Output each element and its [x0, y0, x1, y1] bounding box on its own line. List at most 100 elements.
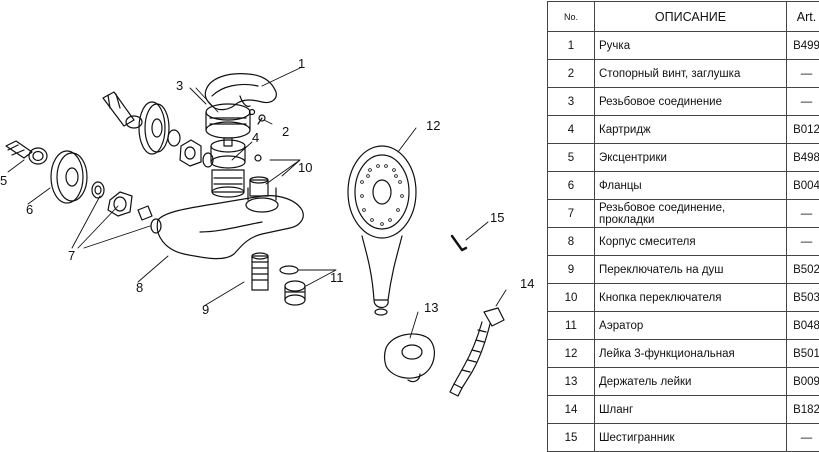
table-header-row: No. ОПИСАНИЕ Art.: [548, 2, 819, 32]
cell-no: 10: [548, 284, 595, 312]
part-1-handle: [205, 74, 276, 110]
callout-6: 6: [26, 202, 33, 217]
cell-art: —: [787, 88, 819, 116]
part-5-eccentric-right: [103, 92, 142, 128]
cell-art: B499: [787, 32, 819, 60]
cell-no: 8: [548, 228, 595, 256]
cell-art: B502: [787, 256, 819, 284]
cell-description: Резьбовое соединение, прокладки: [595, 200, 787, 228]
cell-no: 3: [548, 88, 595, 116]
cell-no: 4: [548, 116, 595, 144]
callout-9: 9: [202, 302, 209, 317]
exploded-view-drawing: 1 2 3 4 5 6 7 8 9 10 11 12 13 14 15: [0, 0, 545, 445]
cell-no: 7: [548, 200, 595, 228]
callout-12: 12: [426, 118, 440, 133]
cell-no: 13: [548, 368, 595, 396]
callout-8: 8: [136, 280, 143, 295]
cell-art: B503: [787, 284, 819, 312]
cell-no: 9: [548, 256, 595, 284]
cell-art: B182: [787, 396, 819, 424]
callout-10: 10: [298, 160, 312, 175]
part-14-hose: [450, 308, 504, 396]
part-5-eccentric-left: [6, 141, 47, 164]
cell-description: Держатель лейки: [595, 368, 787, 396]
part-7-connection-gaskets: [92, 182, 161, 233]
cell-description: Кнопка переключателя: [595, 284, 787, 312]
cell-description: Ручка: [595, 32, 787, 60]
callout-1: 1: [298, 56, 305, 71]
cell-no: 15: [548, 424, 595, 452]
cell-art: B004: [787, 172, 819, 200]
part-6-flange-right: [139, 102, 169, 154]
part-15-hex-key: [452, 236, 466, 250]
cell-description: Шестигранник: [595, 424, 787, 452]
cell-art: —: [787, 424, 819, 452]
cell-no: 6: [548, 172, 595, 200]
callout-3: 3: [176, 78, 183, 93]
part-13-holder: [385, 334, 435, 382]
cell-art: —: [787, 200, 819, 228]
cell-art: B498: [787, 144, 819, 172]
part-8-body: [157, 188, 303, 259]
part-10-switch-button: [250, 155, 268, 196]
callout-5: 5: [0, 173, 7, 188]
cell-description: Эксцентрики: [595, 144, 787, 172]
cell-no: 2: [548, 60, 595, 88]
cell-description: Фланцы: [595, 172, 787, 200]
callout-4: 4: [252, 130, 259, 145]
cell-no: 5: [548, 144, 595, 172]
cell-description: Лейка 3-функциональная: [595, 340, 787, 368]
part-11-aerator: [280, 266, 305, 305]
callout-11: 11: [330, 270, 344, 285]
cell-art: —: [787, 228, 819, 256]
part-4-cartridge: [211, 138, 245, 197]
callout-13: 13: [424, 300, 438, 315]
cell-art: B012: [787, 116, 819, 144]
cell-description: Аэратор: [595, 312, 787, 340]
cell-no: 12: [548, 340, 595, 368]
part-9-diverter: [252, 253, 268, 290]
cell-description: Резьбовое соединение: [595, 88, 787, 116]
cell-description: Картридж: [595, 116, 787, 144]
part-2-screw: [250, 110, 266, 125]
cell-description: Переключатель на душ: [595, 256, 787, 284]
callout-15: 15: [490, 210, 504, 225]
callout-2: 2: [282, 124, 289, 139]
cell-art: B501: [787, 340, 819, 368]
cell-description: Шланг: [595, 396, 787, 424]
cell-no: 14: [548, 396, 595, 424]
leader-lines: [8, 68, 506, 338]
header-description: ОПИСАНИЕ: [595, 2, 787, 32]
cell-no: 11: [548, 312, 595, 340]
header-art: Art.: [787, 2, 819, 32]
cell-no: 1: [548, 32, 595, 60]
part-12-spray-holes: [361, 165, 404, 226]
callout-7: 7: [68, 248, 75, 263]
cell-art: B048: [787, 312, 819, 340]
header-no: No.: [548, 2, 595, 32]
cell-art: —: [787, 60, 819, 88]
callout-14: 14: [520, 276, 534, 291]
part-6-flange-left: [51, 151, 87, 203]
cell-art: B009: [787, 368, 819, 396]
part-12-shower-head: [348, 146, 416, 315]
cell-description: Стопорный винт, заглушка: [595, 60, 787, 88]
cell-description: Корпус смесителя: [595, 228, 787, 256]
part-7-connection-right: [168, 130, 213, 167]
